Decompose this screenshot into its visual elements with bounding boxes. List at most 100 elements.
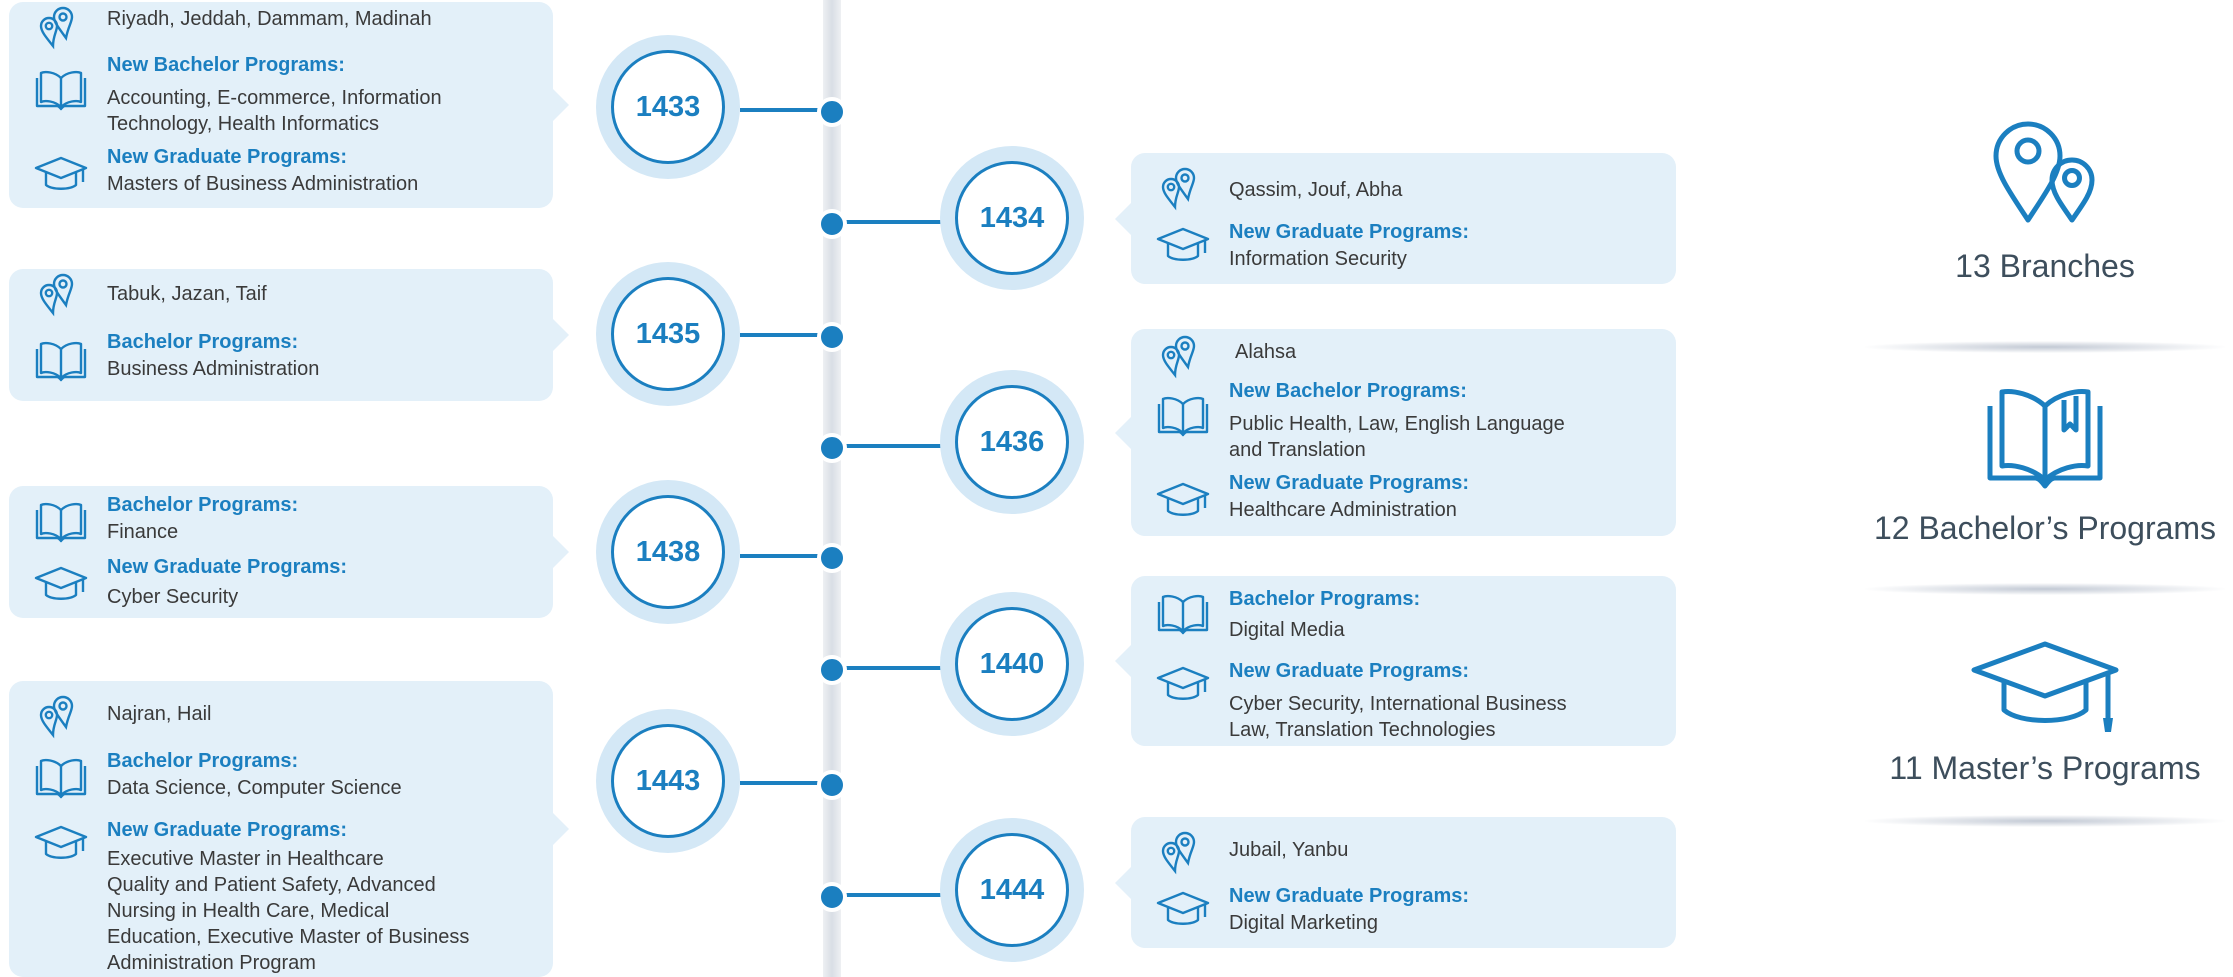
graduate-line: Masters of Business Administration: [107, 173, 419, 195]
graduation-cap-icon: [1155, 662, 1211, 708]
stat-masters: 11 Master’s Programs: [1860, 640, 2230, 787]
timeline-dot: [817, 322, 847, 352]
location-pins-icon: [33, 273, 89, 319]
connector: [740, 781, 828, 785]
graduate-line: Quality and Patient Safety, Advanced: [107, 874, 436, 896]
timeline-dot: [817, 882, 847, 912]
bachelor-line: Digital Media: [1229, 619, 1345, 641]
location-text: Alahsa: [1235, 341, 1297, 363]
card-1434: Qassim, Jouf, Abha New Graduate Programs…: [1115, 153, 1676, 284]
card-1435: Tabuk, Jazan, Taif Bachelor Programs: Bu…: [9, 269, 569, 401]
connector: [835, 893, 945, 897]
open-book-icon: [1155, 590, 1211, 636]
year-label: 1444: [955, 833, 1069, 947]
location-text: Qassim, Jouf, Abha: [1229, 179, 1403, 201]
stat-branches: 13 Branches: [1860, 108, 2230, 285]
year-label: 1438: [611, 495, 725, 609]
open-book-icon: [33, 337, 89, 383]
year-node-1444: 1444: [940, 818, 1084, 962]
location-text: Najran, Hail: [107, 703, 212, 725]
timeline-dot: [817, 543, 847, 573]
divider-shadow: [1865, 583, 2225, 595]
graduation-cap-icon: [1155, 887, 1211, 933]
bachelor-line: Data Science, Computer Science: [107, 777, 402, 799]
location-text: Riyadh, Jeddah, Dammam, Madinah: [107, 8, 432, 30]
card-1433: Riyadh, Jeddah, Dammam, Madinah New Bach…: [9, 2, 569, 208]
branches-count: 13 Branches: [1955, 248, 2135, 284]
card-1444: Jubail, Yanbu New Graduate Programs: Dig…: [1115, 817, 1676, 948]
year-label: 1435: [611, 277, 725, 391]
graduate-label: New Graduate Programs:: [107, 146, 348, 168]
graduate-label: New Graduate Programs:: [1229, 221, 1470, 243]
open-book-icon: [1155, 392, 1211, 438]
connector: [835, 666, 945, 670]
bachelor-line: Business Administration: [107, 358, 320, 380]
open-book-icon: [33, 754, 89, 800]
graduate-line: Healthcare Administration: [1229, 499, 1457, 521]
graduate-label: New Graduate Programs:: [107, 819, 348, 841]
year-node-1433: 1433: [596, 35, 740, 179]
bachelor-line: and Translation: [1229, 439, 1366, 461]
graduate-line: Digital Marketing: [1229, 912, 1378, 934]
graduation-cap-icon: [1860, 640, 2230, 736]
timeline-dot: [817, 433, 847, 463]
year-label: 1443: [611, 724, 725, 838]
graduate-line: Cyber Security, International Business: [1229, 693, 1567, 715]
graduation-cap-icon: [33, 821, 89, 867]
divider-shadow: [1865, 341, 2225, 353]
bachelors-count: 12 Bachelor’s Programs: [1873, 510, 2217, 546]
graduate-label: New Graduate Programs:: [1229, 660, 1470, 682]
bachelor-label: Bachelor Programs:: [107, 494, 299, 516]
graduation-cap-icon: [33, 562, 89, 608]
connector: [740, 108, 828, 112]
bachelor-line: Finance: [107, 521, 179, 543]
divider-shadow: [1865, 815, 2225, 827]
bachelor-label: Bachelor Programs:: [1229, 588, 1421, 610]
year-label: 1433: [611, 50, 725, 164]
year-node-1440: 1440: [940, 592, 1084, 736]
location-pins-icon: [1155, 831, 1211, 877]
graduate-line: Education, Executive Master of Business: [107, 926, 470, 948]
bachelor-label: New Bachelor Programs:: [107, 54, 345, 76]
timeline-spine: [823, 0, 841, 977]
connector: [835, 444, 945, 448]
year-node-1436: 1436: [940, 370, 1084, 514]
graduate-line: Information Security: [1229, 248, 1407, 270]
location-pins-icon: [1155, 167, 1211, 213]
timeline-dot: [817, 97, 847, 127]
card-1436: Alahsa New Bachelor Programs: Public Hea…: [1115, 329, 1676, 536]
graduate-label: New Graduate Programs:: [1229, 472, 1470, 494]
bachelor-label: Bachelor Programs:: [107, 331, 299, 353]
bachelor-label: New Bachelor Programs:: [1229, 380, 1467, 402]
year-node-1435: 1435: [596, 262, 740, 406]
location-pins-icon: [1155, 335, 1211, 381]
location-pins-icon: [33, 6, 89, 52]
location-pins-icon: [1860, 108, 2230, 226]
open-book-icon: [33, 66, 89, 112]
year-node-1443: 1443: [596, 709, 740, 853]
card-1438: Bachelor Programs: Finance New Graduate …: [9, 486, 569, 618]
graduate-line: Law, Translation Technologies: [1229, 719, 1496, 741]
connector: [835, 220, 945, 224]
masters-count: 11 Master’s Programs: [1889, 750, 2201, 786]
graduate-line: Nursing in Health Care, Medical: [107, 900, 390, 922]
year-label: 1436: [955, 385, 1069, 499]
graduate-label: New Graduate Programs:: [107, 556, 348, 578]
timeline-dot: [817, 209, 847, 239]
location-pins-icon: [33, 695, 89, 741]
year-node-1434: 1434: [940, 146, 1084, 290]
timeline-dot: [817, 655, 847, 685]
bachelor-line: Accounting, E-commerce, Information: [107, 87, 442, 109]
year-label: 1440: [955, 607, 1069, 721]
graduation-cap-icon: [1155, 223, 1211, 269]
location-text: Jubail, Yanbu: [1229, 839, 1349, 861]
bachelor-line: Public Health, Law, English Language: [1229, 413, 1565, 435]
year-label: 1434: [955, 161, 1069, 275]
year-node-1438: 1438: [596, 480, 740, 624]
graduate-label: New Graduate Programs:: [1229, 885, 1470, 907]
card-1440: Bachelor Programs: Digital Media New Gra…: [1115, 576, 1676, 746]
connector: [740, 554, 828, 558]
timeline-dot: [817, 770, 847, 800]
graduate-line: Cyber Security: [107, 586, 239, 608]
graduation-cap-icon: [33, 152, 89, 198]
